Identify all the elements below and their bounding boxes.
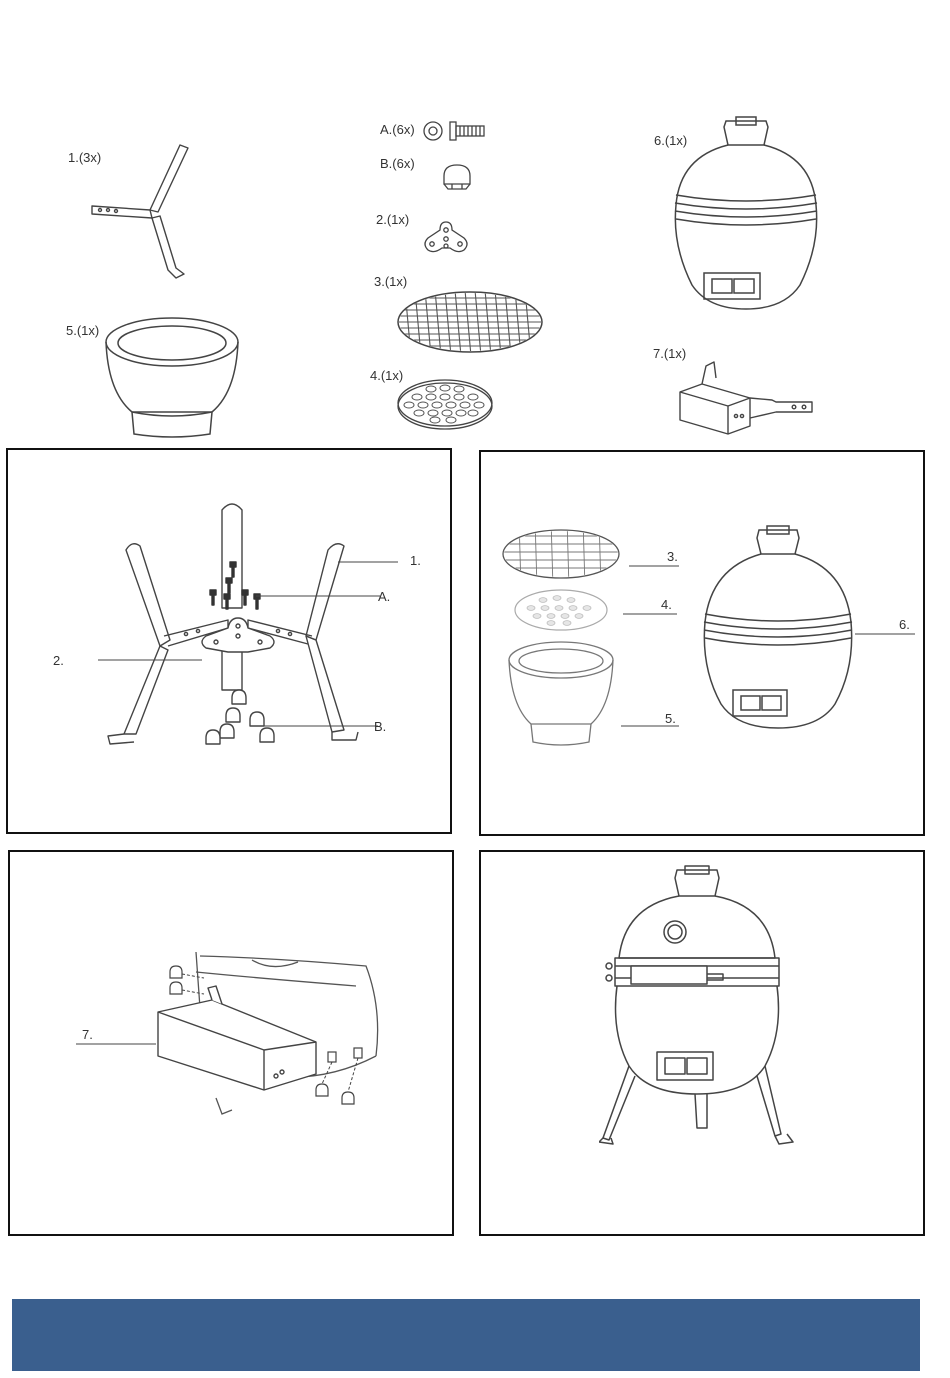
part-label-nut: B.(6x) [380,156,415,171]
callout-bracket: 7. [82,1027,93,1042]
step-4-panel [479,850,925,1236]
leg-assembly-illustration [98,490,398,790]
step-2-panel: 3. 4. 5. 6. [479,450,925,836]
cap-nut-illustration [440,162,474,192]
firebox-insertion-illustration [501,518,921,788]
grill-grate-illustration [395,290,545,356]
kamado-body-illustration [668,115,824,313]
bolt-washer-illustration [420,118,490,144]
part-label-bolt: A.(6x) [380,122,415,137]
callout-plate: 2. [53,653,64,668]
leg-illustration [80,140,200,285]
charcoal-plate-illustration [395,377,495,431]
callout-charcoal-plate: 4. [661,597,672,612]
callout-leg: 1. [410,553,421,568]
step-1-panel: 1. A. 2. B. [6,448,452,834]
part-label-firebox: 5.(1x) [66,323,99,338]
firebox-illustration [102,312,242,440]
callout-body: 6. [899,617,910,632]
footer-bar [12,1299,920,1371]
callout-firebox: 5. [665,711,676,726]
step-3-panel: 7. [8,850,454,1236]
callout-grill: 3. [667,549,678,564]
assembled-kamado-illustration [599,862,799,1152]
connector-plate-illustration [420,218,472,262]
side-bracket-illustration [676,358,821,440]
part-label-plate: 2.(1x) [376,212,409,227]
part-label-grill: 3.(1x) [374,274,407,289]
bracket-mounting-illustration [76,948,396,1128]
callout-nut: B. [374,719,386,734]
callout-bolt: A. [378,589,390,604]
